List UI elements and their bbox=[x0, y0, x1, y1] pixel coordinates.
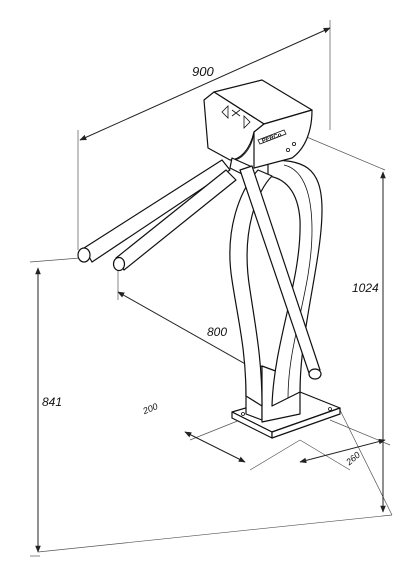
dim-label-841: 841 bbox=[42, 395, 62, 409]
direction-indicator-icon bbox=[221, 105, 251, 129]
dim-label-200: 200 bbox=[141, 401, 160, 416]
curved-stanchion bbox=[229, 159, 323, 407]
head-housing: PERCo bbox=[203, 79, 313, 177]
dim-line-900 bbox=[79, 27, 331, 141]
rotor-arm-left bbox=[77, 159, 231, 263]
dim-label-1024: 1024 bbox=[352, 281, 379, 295]
dim-label-800: 800 bbox=[207, 325, 227, 339]
rotor-arm-lower bbox=[239, 165, 322, 380]
rotor-arms bbox=[77, 159, 322, 380]
turnstile: PERCo bbox=[77, 79, 341, 439]
rotor-arm-middle bbox=[112, 169, 237, 272]
dim-label-260: 260 bbox=[343, 450, 362, 468]
dim-line-200 bbox=[184, 431, 246, 463]
dim-label-900: 900 bbox=[192, 64, 214, 79]
dim-line-260 bbox=[299, 438, 386, 464]
